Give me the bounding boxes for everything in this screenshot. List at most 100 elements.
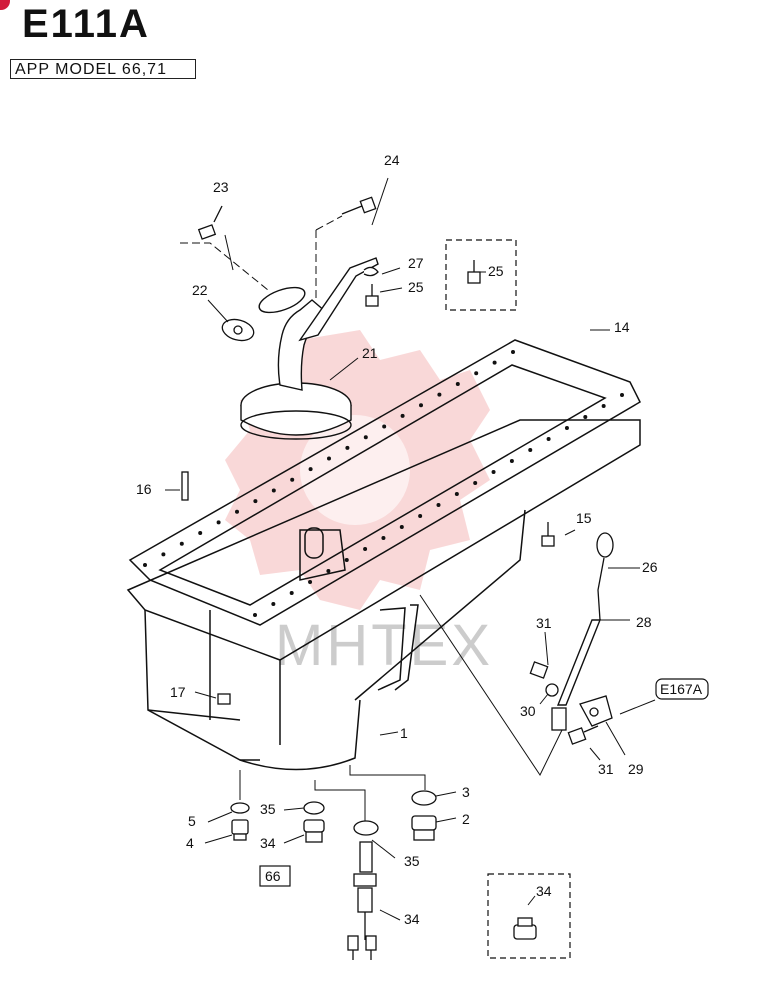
gasket-hole (509, 459, 514, 463)
bolt-24-icon (341, 196, 377, 215)
page-title: E111A (22, 2, 150, 46)
callout-34-sensor: 34 (404, 911, 420, 927)
dipstick-26 (596, 532, 614, 621)
gasket-hole (198, 531, 203, 536)
washer-30-icon (545, 683, 559, 697)
washer-35-upper-icon (303, 801, 325, 815)
callout-35-lower: 35 (404, 853, 420, 869)
gasket-hole (474, 371, 479, 376)
gasket-hole (143, 563, 147, 567)
gasket-hole (399, 525, 404, 529)
plug-34-left-icon (303, 819, 325, 843)
gasket-hole (271, 602, 276, 606)
gasket-hole (253, 499, 258, 504)
washer-5-icon (230, 802, 250, 814)
gasket-hole (382, 424, 387, 429)
gasket-hole (601, 404, 606, 408)
nut-34-alt-icon (513, 917, 537, 940)
callout-17: 17 (170, 684, 186, 700)
gasket-hole (308, 580, 313, 584)
clip-27-icon (363, 266, 379, 277)
gasket-hole (253, 613, 257, 617)
gasket-hole (511, 350, 515, 354)
strainer-gasket (221, 318, 255, 342)
gasket-hole (437, 392, 442, 397)
gasket-hole (345, 445, 350, 450)
callout-15: 15 (576, 510, 592, 526)
callout-27: 27 (408, 255, 424, 271)
gasket-bolt-holes (143, 350, 624, 617)
gasket-hole (564, 426, 569, 430)
washer-35-lower-icon (353, 820, 379, 836)
gasket-hole (455, 381, 460, 386)
callout-28: 28 (636, 614, 652, 630)
bolt-25-alt-icon (467, 260, 481, 284)
strainer-leaders (180, 177, 486, 381)
gasket-hole (179, 541, 184, 546)
gasket-hole (308, 467, 313, 472)
callout-31-upper: 31 (536, 615, 552, 631)
gasket-hole (363, 435, 368, 440)
callout-24: 24 (384, 152, 400, 168)
washer-3-icon (411, 790, 437, 806)
callout-23: 23 (213, 179, 229, 195)
gasket-hole (436, 503, 441, 507)
bracket-29 (579, 695, 613, 727)
gasket-hole (326, 569, 331, 573)
bolt-25-icon (365, 284, 379, 307)
gasket-hole (271, 488, 276, 493)
gasket-hole (620, 393, 624, 397)
gasket-hole (161, 552, 166, 557)
callout-5: 5 (188, 813, 196, 829)
gasket-hole (235, 509, 239, 514)
callout-1: 1 (400, 725, 408, 741)
stud-16-icon (181, 471, 189, 501)
callout-2: 2 (462, 811, 470, 827)
gasket-hole (400, 413, 405, 418)
corner-mark (0, 0, 10, 10)
gasket-hole (327, 456, 331, 461)
gasket-hole (583, 415, 588, 419)
pipe-end-icon (551, 707, 567, 731)
gasket-hole (418, 514, 423, 518)
callout-22: 22 (192, 282, 208, 298)
plug-4-icon (231, 819, 249, 841)
gasket-hole (344, 558, 349, 562)
alt-part-box-lower (487, 873, 571, 959)
ref-e167a-label: E167A (660, 681, 703, 697)
callout-21: 21 (362, 345, 378, 361)
callout-34-left: 34 (260, 835, 276, 851)
callout-14: 14 (614, 319, 630, 335)
sensor-34-icon (347, 841, 377, 960)
callout-16: 16 (136, 481, 152, 497)
gasket-hole (419, 403, 423, 408)
gasket-hole (216, 520, 221, 525)
callout-25-lower: 25 (408, 279, 424, 295)
bolt-31-upper-icon (529, 661, 549, 679)
bolt-15-icon (541, 522, 555, 547)
callout-29: 29 (628, 761, 644, 777)
gasket-hole (289, 591, 294, 595)
callout-30: 30 (520, 703, 536, 719)
bottom-leaders (204, 765, 536, 921)
plug-2-icon (411, 815, 437, 841)
right-leaders (165, 329, 656, 777)
gasket-hole (528, 448, 533, 452)
bolt-31-lower-icon (567, 725, 599, 745)
callout-3: 3 (462, 784, 470, 800)
gasket-hole (546, 437, 551, 441)
gasket-hole (492, 360, 497, 365)
oil-pan (126, 419, 641, 771)
callout-4: 4 (186, 835, 194, 851)
pan-drain-plug-17-icon (217, 693, 231, 705)
gasket-hole (290, 477, 295, 482)
gasket-hole (363, 547, 368, 551)
callout-labels: 1 2 3 4 5 14 15 16 17 21 22 23 24 25 25 … (136, 152, 658, 927)
dipstick-guide-28 (556, 619, 602, 706)
callout-26: 26 (642, 559, 658, 575)
callout-34-alt: 34 (536, 883, 552, 899)
ref-model-66: 66 (259, 865, 291, 887)
ref-e167a[interactable]: E167A (655, 678, 709, 700)
model-note: APP MODEL 66,71 (10, 59, 196, 79)
